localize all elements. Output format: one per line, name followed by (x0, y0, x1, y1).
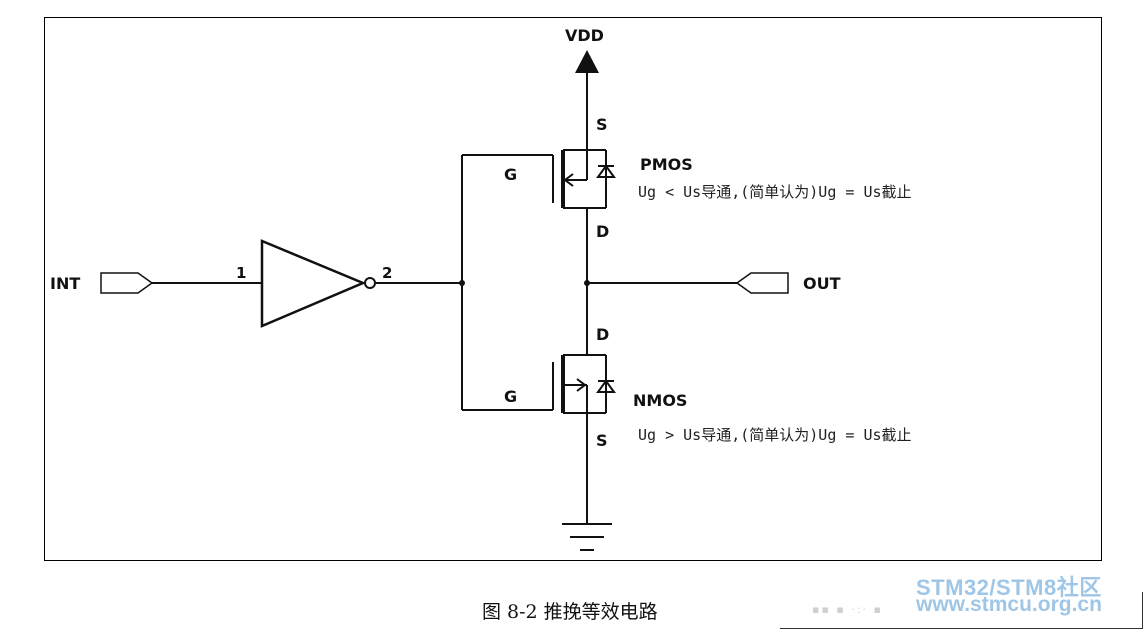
watermark-url: www.stmcu.org.cn (916, 593, 1102, 616)
figure-caption: 图 8-2 推挽等效电路 (482, 601, 658, 623)
pmos-drain-label: D (596, 222, 609, 241)
pmos-transistor (561, 149, 616, 209)
vdd-arrow-icon (575, 50, 599, 73)
watermark-title: STM32/STM8社区 (916, 575, 1102, 600)
ground-icon (562, 523, 612, 551)
inverter-icon (260, 239, 367, 328)
nmos-label: NMOS (633, 391, 687, 410)
watermark-dots: ▪▪ ▪ ·:· ▪ (812, 603, 884, 616)
nmos-note: Ug > Us导通,(简单认为)Ug = Us截止 (638, 426, 912, 444)
pmos-note: Ug < Us导通,(简单认为)Ug = Us截止 (638, 183, 912, 201)
gate-junction (459, 280, 465, 286)
vdd-label: VDD (565, 26, 604, 45)
output-port-icon (735, 272, 789, 294)
pmos-gate-label: G (504, 165, 517, 184)
watermark-underline (780, 628, 1143, 629)
pmos-label: PMOS (640, 155, 693, 174)
input-port-icon (100, 272, 154, 294)
pin-2-label: 2 (382, 264, 392, 282)
nmos-transistor (561, 354, 616, 414)
output-junction (584, 280, 590, 286)
pmos-source-label: S (596, 115, 608, 134)
inverter-bubble (364, 277, 376, 289)
input-label: INT (50, 274, 80, 293)
watermark-edge (1142, 592, 1143, 629)
pin-1-label: 1 (236, 264, 246, 282)
nmos-source-label: S (596, 431, 608, 450)
nmos-gate-label: G (504, 387, 517, 406)
diagram-frame (44, 17, 1102, 561)
nmos-drain-label: D (596, 325, 609, 344)
output-label: OUT (803, 274, 841, 293)
